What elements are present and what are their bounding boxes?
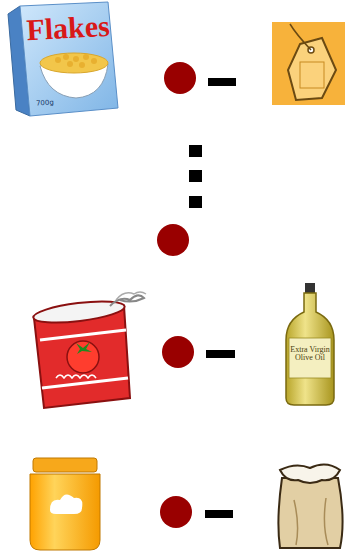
answer-dot [164, 62, 196, 94]
dash-mark [206, 350, 235, 358]
cereal-box [8, 2, 118, 116]
answer-dot [162, 336, 194, 368]
tomato-can [32, 292, 146, 408]
dash-mark [208, 78, 236, 86]
spread-jar [30, 458, 100, 550]
weight-label: 700g [30, 99, 60, 108]
bottle-label: Extra Virgin Olive Oil [289, 346, 331, 363]
answer-dot [160, 496, 192, 528]
flour-sack [278, 464, 342, 548]
dash-mark [205, 510, 233, 518]
product-brand: Flakes [21, 10, 115, 46]
answer-dot [157, 224, 189, 256]
price-tag [272, 22, 345, 105]
oil-bottle [286, 283, 334, 405]
ellipsis-dots [189, 145, 202, 208]
